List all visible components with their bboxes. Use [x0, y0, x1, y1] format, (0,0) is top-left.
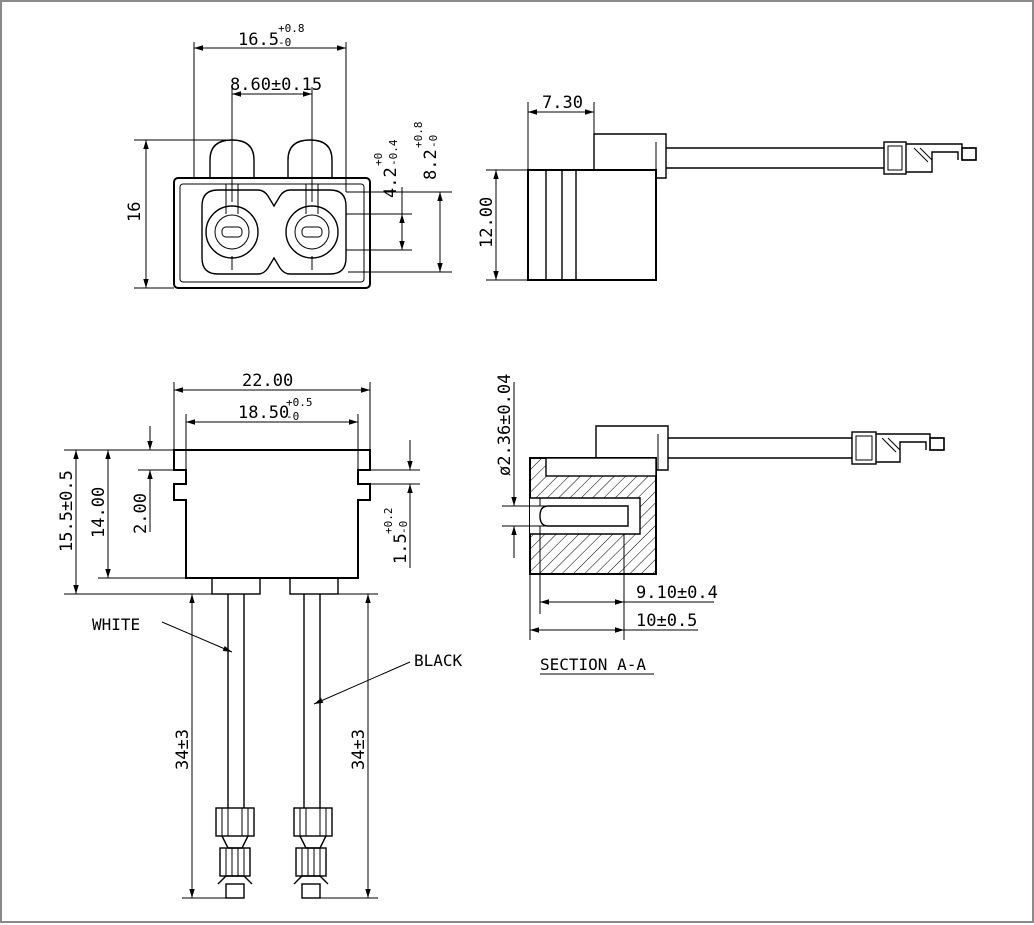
dim-flange: 2.00 [131, 493, 151, 534]
dim-slot-42: 4.2 [381, 167, 401, 198]
front-view: 16.5 +0.8 -0 8.60±0.15 16 4.2 +0 -0.4 8.… [125, 22, 452, 289]
top-view: 22.00 18.50 +0.5 -0 15.5±0.5 14.00 2.00 … [57, 371, 463, 899]
dim-slot-42-tol-plus: +0 [372, 153, 385, 166]
section-view: ø2.36±0.04 9.10±0.4 10±0.5 SECTION A-A [495, 374, 945, 675]
dim-slot-82-tol-minus: -0 [427, 135, 440, 148]
dim-groove-tol-minus: -0 [397, 521, 410, 534]
dim-pin-depth: 9.10±0.4 [636, 583, 718, 603]
dim-top-width-tol-plus: +0.8 [278, 22, 305, 35]
dim-slot-42-tol-minus: -0.4 [387, 139, 400, 166]
dim-groove-tol-plus: +0.2 [382, 508, 395, 535]
dim-total-height: 15.5±0.5 [57, 470, 77, 552]
dim-lead-right: 34±3 [349, 729, 369, 770]
dim-slot-82: 8.2 [421, 149, 441, 180]
dim-front-width: 22.00 [242, 371, 293, 391]
dim-side-depth: 7.30 [542, 93, 583, 113]
terminal-left [215, 807, 255, 899]
dim-pin-spacing: 8.60±0.15 [230, 75, 322, 95]
dim-front-inner-tol-minus: -0 [286, 410, 299, 423]
dim-slot-82-tol-plus: +0.8 [412, 122, 425, 149]
dim-top-width: 16.5 [238, 30, 279, 50]
section-label: SECTION A-A [540, 655, 646, 674]
dim-height: 16 [125, 202, 145, 222]
dim-front-inner-tol-plus: +0.5 [286, 396, 313, 409]
dim-front-inner-width: 18.50 [238, 403, 289, 423]
dim-side-height: 12.00 [477, 197, 497, 248]
dim-lead-left: 34±3 [173, 729, 193, 770]
dim-top-width-tol-minus: -0 [278, 36, 291, 49]
dim-groove: 1.5 [391, 533, 411, 564]
dim-body-height: 14.00 [89, 487, 109, 538]
dim-pin-diameter: ø2.36±0.04 [495, 374, 515, 476]
dim-pin-total: 10±0.5 [636, 611, 697, 631]
terminal-right [293, 807, 333, 899]
label-black: BLACK [414, 651, 463, 670]
side-view: 7.30 12.00 [477, 93, 977, 281]
label-white: WHITE [92, 615, 140, 634]
